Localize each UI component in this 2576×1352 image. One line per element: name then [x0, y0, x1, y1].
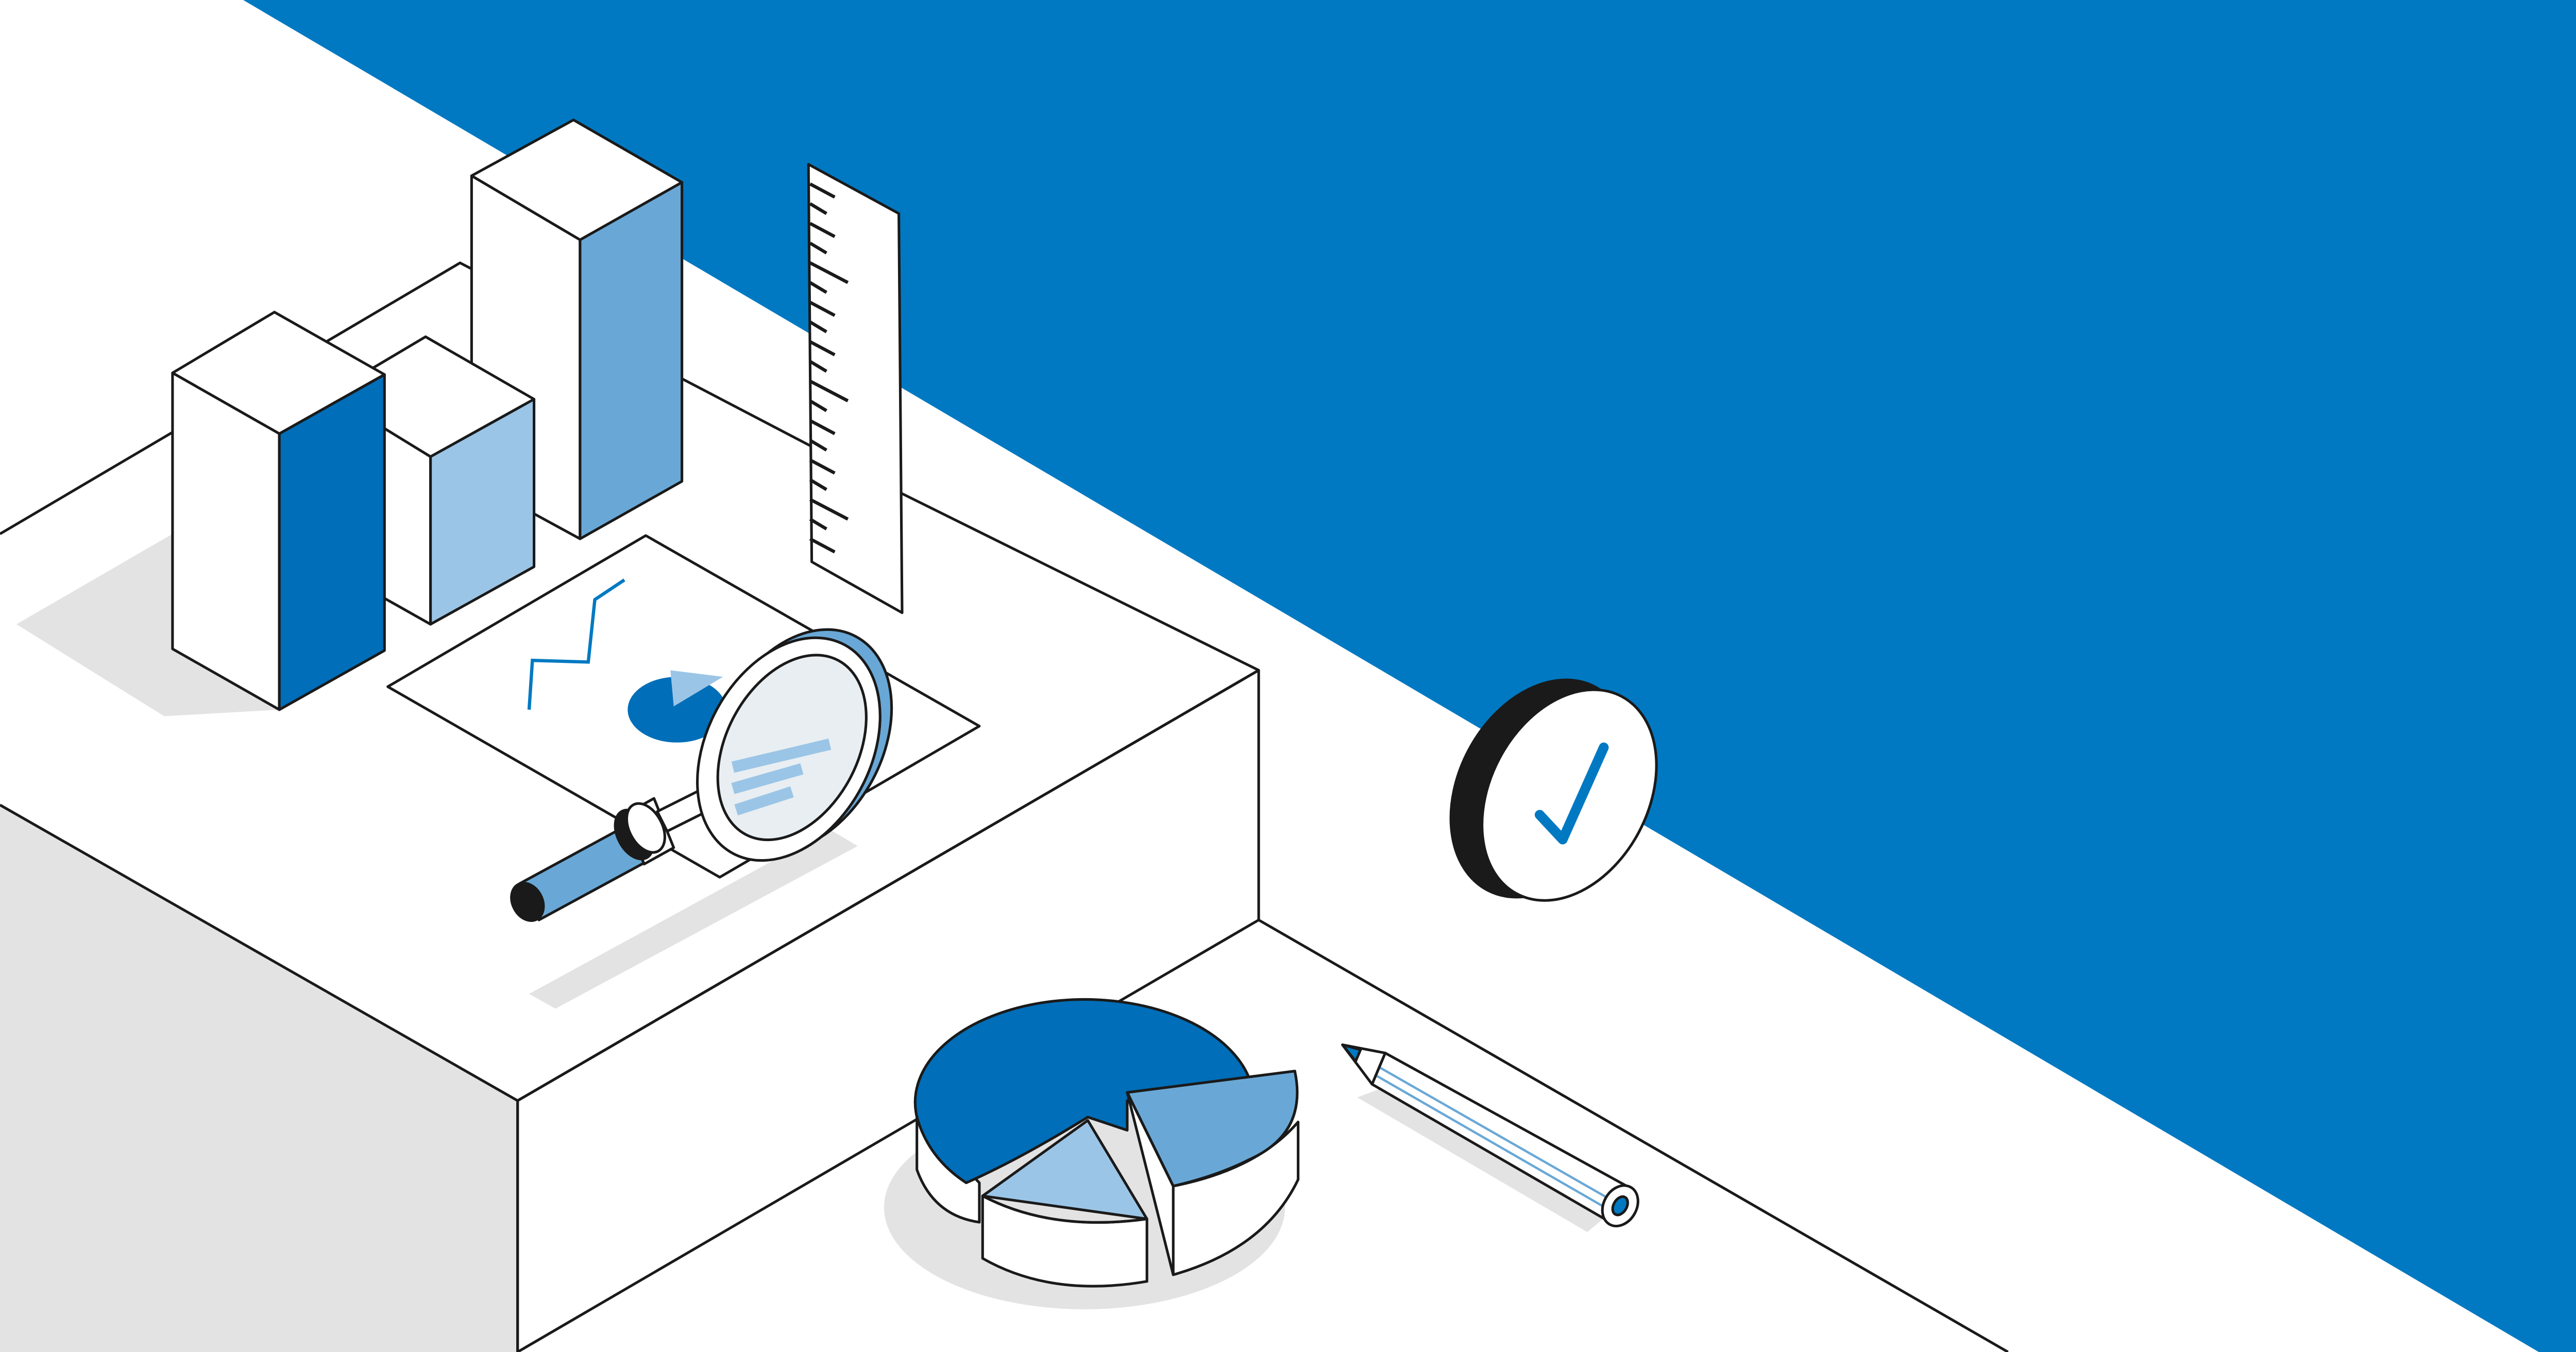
- mini-pie-chart: [628, 677, 726, 743]
- bar-chart-icon: [171, 118, 684, 711]
- magnifier-shadow: [529, 829, 858, 1009]
- pie-chart-icon: [913, 998, 1300, 1288]
- pie-small-slice: [981, 1119, 1148, 1288]
- checkmark-badge-icon: [1449, 678, 1658, 902]
- checkmark: [1534, 742, 1609, 845]
- line-chart-sketch: [527, 578, 625, 710]
- mini-pie-slice: [670, 670, 723, 707]
- pencil-icon: [1341, 1043, 1639, 1227]
- pie-main-slice: [913, 998, 1253, 1224]
- ruler-icon: [807, 163, 904, 614]
- magnifying-glass-icon: [510, 628, 893, 922]
- magnifier-handle: [510, 784, 721, 922]
- ruler-ticks: [809, 182, 849, 554]
- magnifier-lens: [696, 628, 893, 862]
- platform-left-face: [0, 805, 518, 1352]
- pie-medium-slice: [1126, 1070, 1300, 1276]
- platform-block: [0, 669, 1260, 1352]
- magnified-lines: [731, 739, 832, 816]
- bar-front: [171, 311, 386, 711]
- pencil-shadow: [1357, 1087, 1607, 1233]
